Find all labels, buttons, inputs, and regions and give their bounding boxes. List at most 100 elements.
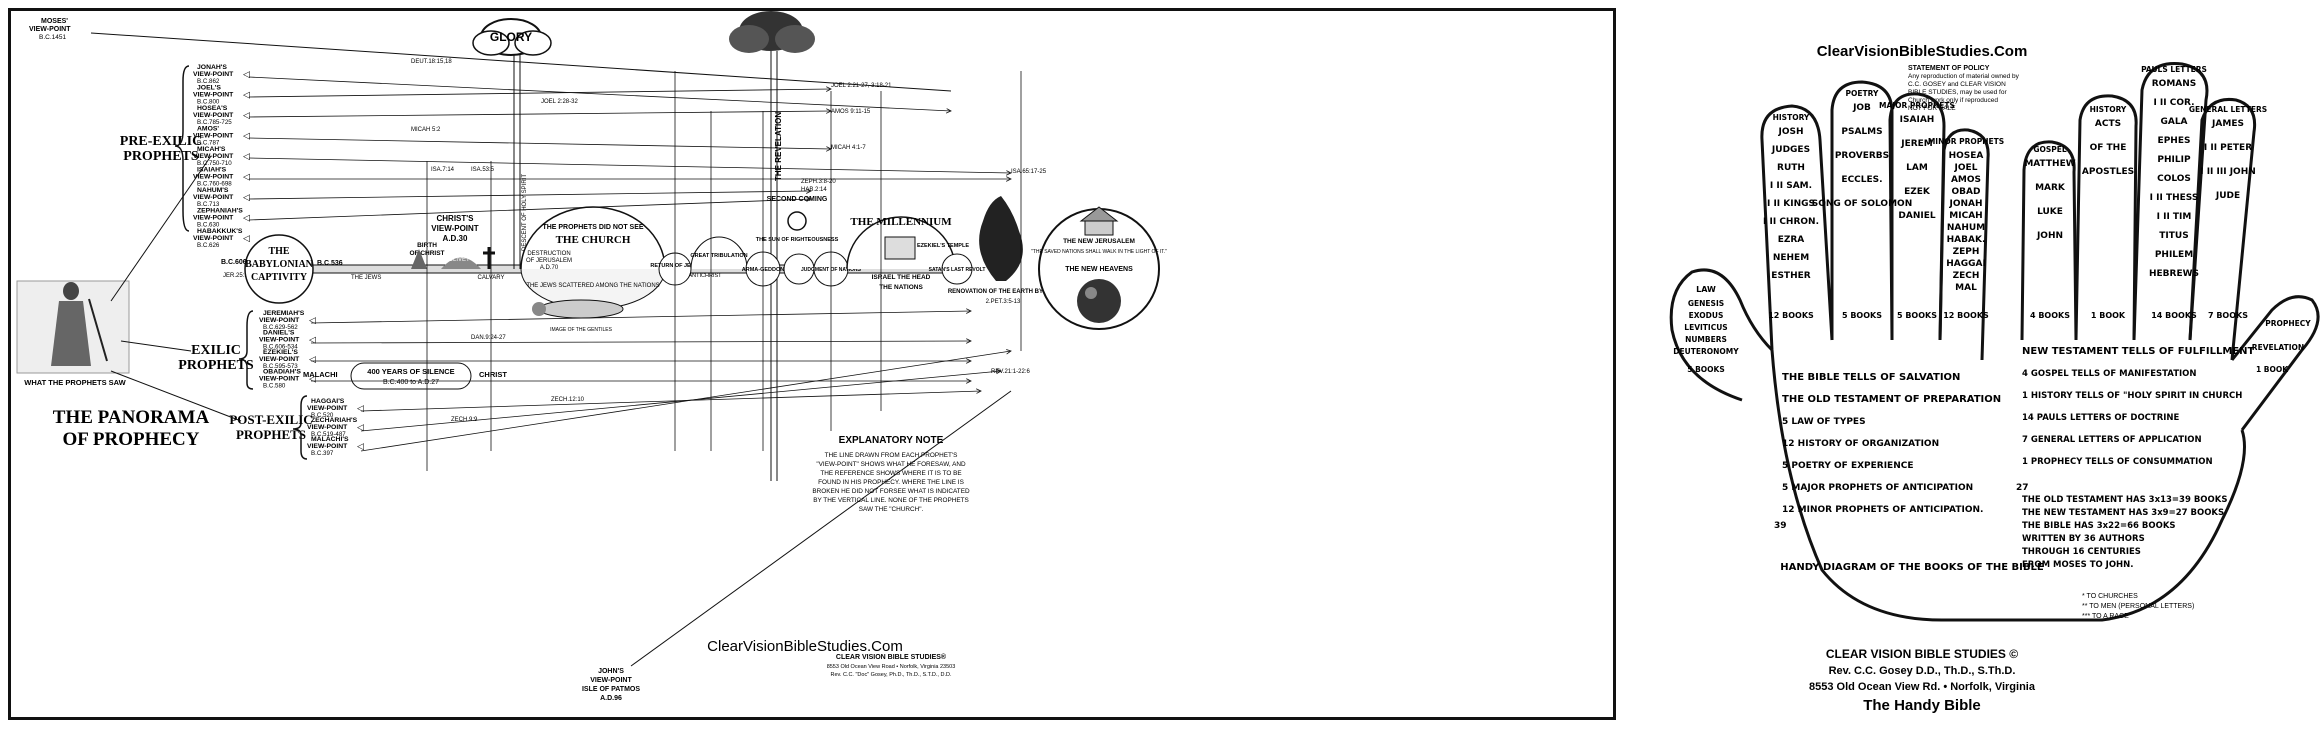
svg-text:SATAN'S LAST REVOLT: SATAN'S LAST REVOLT [929, 267, 986, 273]
svg-text:B.C.713: B.C.713 [197, 201, 220, 208]
arrow-icon: ◁ [243, 213, 250, 223]
arrow-icon: ◁ [309, 335, 316, 345]
svg-text:B.C.785-725: B.C.785-725 [197, 119, 232, 126]
handy-bible-diagram: ClearVisionBibleStudies.Com STATEMENT OF… [1622, 0, 2320, 730]
svg-text:MARK: MARK [2035, 183, 2066, 193]
svg-text:JUDE: JUDE [2215, 191, 2240, 201]
svg-text:B.C.400 to A.D.27: B.C.400 to A.D.27 [383, 379, 439, 386]
svg-text:7 GENERAL LETTERS OF APPLICATI: 7 GENERAL LETTERS OF APPLICATION [2022, 435, 2202, 445]
svg-text:A.D.30: A.D.30 [443, 234, 468, 243]
babylonian-captivity: B.C.606 JER.25:11 THE BABYLONIAN CAPTIVI… [221, 234, 381, 304]
svg-text:VIEW-POINT: VIEW-POINT [193, 92, 234, 99]
svg-text:EZRA: EZRA [1778, 235, 1805, 245]
svg-text:B.C.1451: B.C.1451 [39, 34, 66, 41]
svg-text:ZEPHANIAH'S: ZEPHANIAH'S [197, 208, 243, 215]
svg-text:Any reproduction of material o: Any reproduction of material owned by [1908, 73, 2020, 80]
svg-text:THE NEW HEAVENS: THE NEW HEAVENS [1065, 266, 1133, 273]
svg-text:JOSH: JOSH [1777, 127, 1803, 137]
svg-text:CHRIST: CHRIST [479, 370, 507, 379]
svg-text:APOSTLES: APOSTLES [2082, 167, 2134, 177]
svg-text:GREAT TRIBULATION: GREAT TRIBULATION [690, 253, 747, 259]
svg-text:ZECHARIAH'S: ZECHARIAH'S [311, 417, 358, 424]
svg-text:ZEPH: ZEPH [1953, 247, 1980, 257]
post-exilic-list: HAGGAI'SVIEW-POINTB.C.520◁ZECHARIAH'SVIE… [307, 398, 364, 457]
svg-text:OLIVET: OLIVET [448, 257, 470, 263]
svg-text:COLOS: COLOS [2157, 174, 2191, 184]
svg-text:2.PET.3:5-13: 2.PET.3:5-13 [986, 299, 1021, 305]
svg-text:ISA.7:14: ISA.7:14 [431, 167, 455, 173]
svg-text:HABAKKUK'S: HABAKKUK'S [197, 228, 243, 235]
policy-statement: STATEMENT OF POLICY Any reproduction of … [1908, 65, 2020, 112]
svg-text:DANIEL: DANIEL [1898, 211, 1935, 221]
svg-text:I II III JOHN: I II III JOHN [2200, 167, 2256, 177]
svg-text:MICAH 4:1-7: MICAH 4:1-7 [831, 145, 866, 151]
svg-text:NAHUM: NAHUM [1947, 223, 1985, 233]
svg-text:JEREMIAH'S: JEREMIAH'S [263, 310, 305, 317]
svg-text:ANTICHRIST: ANTICHRIST [689, 273, 723, 279]
svg-text:THE JEWS: THE JEWS [351, 275, 381, 281]
arrow-icon: ◁ [357, 441, 364, 451]
left-rev-name: Rev. C.C. "Doc" Gosey, Ph.D., Th.D., S.T… [831, 672, 952, 678]
left-address: 8553 Old Ocean View Road • Norfolk, Virg… [827, 664, 956, 670]
svg-text:ZECH.9:9: ZECH.9:9 [451, 417, 478, 423]
svg-text:B.C.520: B.C.520 [311, 412, 334, 419]
svg-text:MATTHEW: MATTHEW [2024, 159, 2075, 169]
svg-text:THE JEWS SCATTERED AMONG THE N: THE JEWS SCATTERED AMONG THE NATIONS [526, 283, 659, 289]
svg-text:WRITTEN BY 36 AUTHORS: WRITTEN BY 36 AUTHORS [2022, 534, 2145, 544]
title-line2: OF PROPHECY [62, 429, 199, 450]
svg-text:THE MILLENNIUM: THE MILLENNIUM [850, 216, 952, 228]
john-viewpoint: JOHN'S VIEW-POINT ISLE OF PATMOS A.D.96 [582, 390, 1012, 702]
moses-viewpoint: MOSES' VIEW-POINT B.C.1451 DEUT.18:15,18 [29, 18, 952, 92]
future-events: RETURN OF JEWS GREAT TRIBULATION ANTICHR… [650, 196, 985, 291]
svg-text:OF THE: OF THE [2090, 143, 2127, 153]
note-title: EXPLANATORY NOTE [839, 435, 944, 446]
svg-text:DANIEL'S: DANIEL'S [263, 330, 295, 337]
svg-text:THE BIBLE HAS 3x22=66 BOOKS: THE BIBLE HAS 3x22=66 BOOKS [2022, 521, 2176, 531]
svg-text:B.C.606-534: B.C.606-534 [263, 344, 298, 351]
svg-text:DESTRUCTION: DESTRUCTION [527, 251, 570, 257]
panorama-diagram: GLORY THE REVELATION DESCENT OF HOLY SPI… [16, 11, 1167, 702]
note-line: SAW THE "CHURCH". [859, 506, 924, 513]
svg-text:I II CHRON.: I II CHRON. [1763, 217, 1819, 227]
svg-text:5 BOOKS: 5 BOOKS [1687, 365, 1725, 374]
svg-text:STATEMENT OF POLICY: STATEMENT OF POLICY [1908, 65, 1990, 72]
svg-text:B.C.760-698: B.C.760-698 [197, 181, 232, 188]
svg-text:Rev. C.C. Gosey D.D., Th.D., S: Rev. C.C. Gosey D.D., Th.D., S.Th.D. [1829, 665, 2016, 677]
svg-text:12 HISTORY OF ORGANIZATION: 12 HISTORY OF ORGANIZATION [1782, 439, 1939, 449]
svg-text:B.C.630: B.C.630 [197, 222, 220, 229]
svg-text:MAL: MAL [1955, 283, 1977, 293]
svg-text:14 PAULS LETTERS OF DOCTRINE: 14 PAULS LETTERS OF DOCTRINE [2022, 413, 2180, 423]
svg-text:JOEL 2:28-32: JOEL 2:28-32 [541, 99, 578, 105]
svg-text:"THE SAVED NATIONS SHALL WALK: "THE SAVED NATIONS SHALL WALK IN THE LIG… [1031, 249, 1167, 255]
prophecy-line [360, 371, 1001, 432]
svg-text:NOT FOR SALE: NOT FOR SALE [1908, 105, 1956, 112]
svg-text:THE SUN OF RIGHTEOUSNESS: THE SUN OF RIGHTEOUSNESS [756, 237, 839, 243]
svg-text:VIEW-POINT: VIEW-POINT [431, 224, 479, 233]
svg-text:JEREM: JEREM [1900, 139, 1933, 149]
svg-text:VIEW-POINT: VIEW-POINT [193, 112, 234, 119]
prophecy-line [360, 391, 981, 412]
prophecy-line [248, 137, 831, 149]
svg-text:MAJOR PROPHETS: MAJOR PROPHETS [1879, 101, 1955, 110]
svg-text:B.C.606: B.C.606 [221, 259, 247, 266]
svg-text:VIEW-POINT: VIEW-POINT [590, 677, 632, 684]
svg-text:B.C.750-710: B.C.750-710 [197, 160, 232, 167]
svg-text:ESTHER: ESTHER [1771, 271, 1810, 281]
svg-text:4 BOOKS: 4 BOOKS [2030, 311, 2070, 320]
svg-text:PROPHECY: PROPHECY [2265, 319, 2311, 328]
arrow-icon: ◁ [243, 90, 250, 100]
svg-text:B.C.580: B.C.580 [263, 383, 286, 390]
svg-text:AMOS: AMOS [1951, 175, 1981, 185]
